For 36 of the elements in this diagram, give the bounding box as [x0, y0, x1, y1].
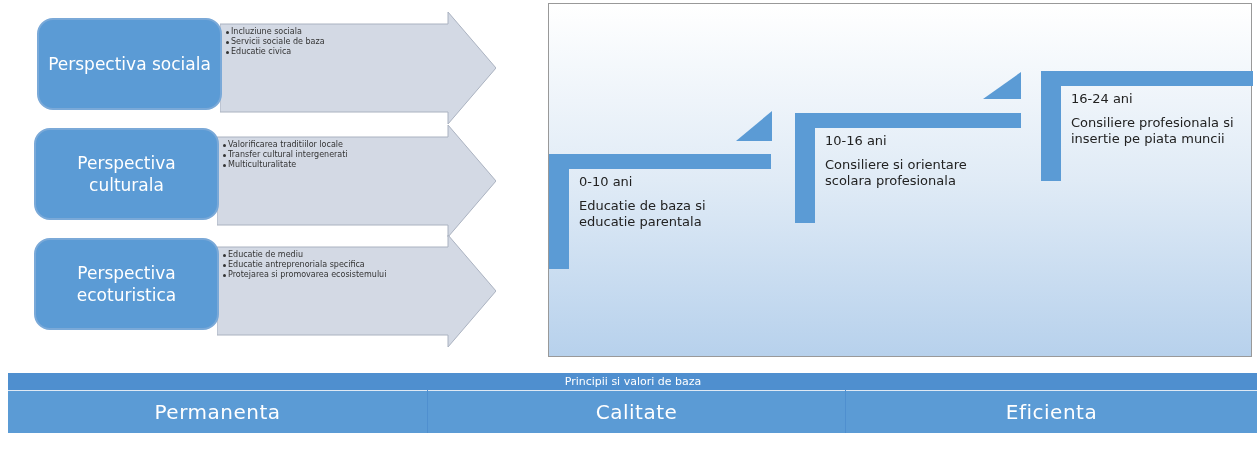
arrow-shape — [217, 125, 496, 237]
principle-name: Permanenta — [154, 399, 281, 426]
age-range: 0-10 ani — [579, 174, 634, 190]
step-description: Consiliere si orientare scolara profesionala — [825, 157, 968, 189]
age-range: 10-16 ani — [825, 133, 888, 149]
principle-name: Calitate — [595, 399, 678, 426]
arrow-shape — [217, 235, 496, 347]
bullet-item: Incluziune sociala — [231, 27, 303, 37]
step-description: Educatie de baza si educatie parentala — [579, 198, 707, 230]
box-title: Perspectiva sociala — [48, 53, 211, 75]
bullet-item: Valorificarea traditiilor locale — [228, 140, 344, 150]
table-cell — [846, 390, 1257, 433]
perspective-box — [34, 128, 219, 220]
table-cell — [428, 390, 845, 433]
bullet-item: Educatie civica — [231, 47, 293, 57]
step-bracket — [795, 113, 1021, 223]
age-range: 16-24 ani — [1071, 91, 1134, 107]
bullet-item: Transfer cultural intergenerati — [228, 150, 349, 160]
box-title: Perspectiva culturala — [76, 152, 177, 196]
box-title: Perspectiva ecoturistica — [75, 262, 178, 306]
bullet-item: Educatie de mediu — [228, 250, 304, 260]
step-bracket — [549, 154, 771, 269]
step-bracket — [1041, 71, 1253, 181]
bullet-item: Servicii sociale de baza — [231, 37, 326, 47]
perspective-box — [37, 18, 222, 110]
perspective-box — [34, 238, 219, 330]
bullet-item: Multiculturalitate — [228, 160, 298, 170]
principles-band — [8, 373, 1257, 433]
bullet-item: Educatie antreprenoriala specifica — [228, 260, 366, 270]
step-description: Consiliere profesionala si insertie pe piata muncii — [1071, 115, 1235, 147]
table-cell — [8, 390, 427, 433]
arrow-shape — [220, 12, 496, 124]
principle-name: Eficienta — [1005, 399, 1098, 426]
band-heading: Principii si valori de baza — [563, 374, 703, 389]
bullet-item: Protejarea si promovarea ecosistemului — [228, 270, 388, 280]
timeline-panel — [548, 3, 1252, 357]
